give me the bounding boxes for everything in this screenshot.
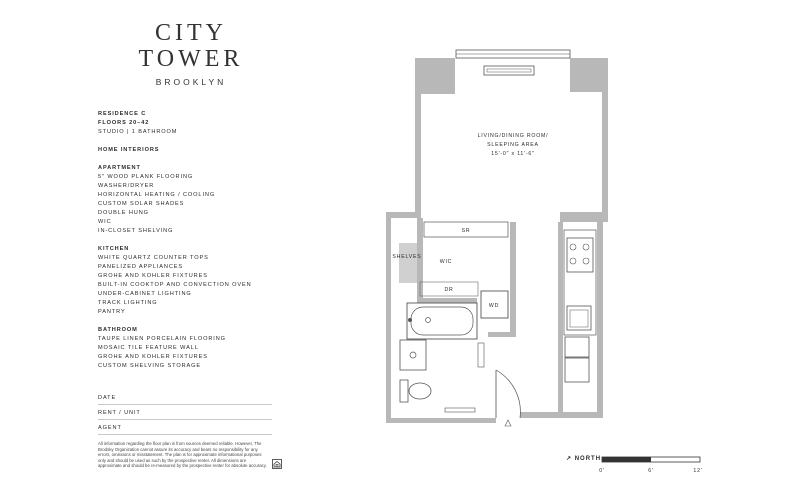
list-item: HORIZONTAL HEATING / COOLING: [98, 192, 216, 198]
cooktop-icon: [566, 237, 594, 273]
logo-line-1: CITY: [155, 20, 227, 46]
window: [455, 49, 571, 76]
dr-label: DR: [444, 287, 453, 293]
north-label: NORTH: [574, 456, 602, 462]
dishwasher: [564, 336, 590, 358]
living-room-label: LIVING/DINING ROOM/: [478, 133, 549, 139]
unit-type-label: STUDIO | 1 BATHROOM: [98, 129, 178, 135]
list-item: TRACK LIGHTING: [98, 300, 158, 306]
list-item: 5" WOOD PLANK FLOORING: [98, 174, 194, 180]
list-item: TAUPE LINEN PORCELAIN FLOORING: [98, 336, 226, 342]
kitchen-sink-icon: [566, 305, 592, 331]
scale-label-6: 6': [648, 468, 653, 474]
bathroom-sink-icon: [399, 339, 427, 371]
exterior-walls: [386, 58, 608, 423]
home-interiors-heading: HOME INTERIORS: [98, 147, 160, 153]
list-item: CUSTOM SHELVING STORAGE: [98, 363, 202, 369]
list-item: GROHE AND KOHLER FIXTURES: [98, 354, 208, 360]
living-room-dims: 15'-0" x 11'-6": [491, 151, 535, 157]
date-field: DATE: [98, 395, 272, 405]
bathtub-icon: [406, 302, 478, 340]
list-item: WIC: [98, 219, 112, 225]
section-heading-bathroom: BATHROOM: [98, 327, 138, 333]
list-item: IN-CLOSET SHELVING: [98, 228, 174, 234]
sr-label: SR: [462, 228, 471, 234]
list-item: MOSAIC TILE FEATURE WALL: [98, 345, 199, 351]
scale-bar: 0' 6' 12': [599, 456, 702, 474]
kitchen-counter: [563, 229, 597, 383]
list-item: PANTRY: [98, 309, 126, 315]
floor-plan: LIVING/DINING ROOM/ SLEEPING AREA 15'-0"…: [386, 49, 608, 427]
vanity-shelf: [444, 407, 476, 413]
list-item: PANELIZED APPLIANCES: [98, 264, 184, 270]
living-room-label-2: SLEEPING AREA: [487, 142, 539, 148]
north-indicator: ↗ NORTH: [566, 455, 601, 462]
spec-list: RESIDENCE C FLOORS 20–42 STUDIO | 1 BATH…: [98, 110, 298, 371]
washer-dryer: [480, 290, 509, 319]
refrigerator: [564, 357, 590, 383]
disclaimer-text: All information regarding the floor plan…: [98, 441, 267, 469]
scale-label-12: 12': [693, 468, 702, 474]
equal-housing-icon: [272, 459, 282, 469]
list-item: CUSTOM SOLAR SHADES: [98, 201, 185, 207]
entry-door: [495, 369, 521, 427]
section-heading-kitchen: KITCHEN: [98, 246, 130, 252]
list-item: WASHER/DRYER: [98, 183, 155, 189]
city-tower-logo: CITY TOWER BROOKLYN: [130, 20, 252, 87]
logo-line-3: BROOKLYN: [155, 77, 227, 87]
list-item: BUILT-IN COOKTOP AND CONVECTION OVEN: [98, 282, 252, 288]
sr-shelf: [423, 221, 509, 238]
dr-area: [419, 281, 479, 297]
list-item: GROHE AND KOHLER FIXTURES: [98, 273, 208, 279]
scale-label-0: 0': [599, 468, 604, 474]
list-item: WHITE QUARTZ COUNTER TOPS: [98, 255, 209, 261]
list-item: UNDER-CABINET LIGHTING: [98, 291, 192, 297]
floors-label: FLOORS 20–42: [98, 120, 150, 126]
list-item: DOUBLE HUNG: [98, 210, 149, 216]
wd-label: WD: [489, 303, 499, 309]
agent-field: AGENT: [98, 425, 272, 435]
shelves-label: SHELVES: [392, 254, 421, 260]
residence-label: RESIDENCE C: [98, 111, 147, 117]
rent-unit-field: RENT / UNIT: [98, 410, 272, 420]
towel-bar: [477, 342, 485, 368]
toilet-icon: [399, 379, 432, 403]
logo-line-2: TOWER: [138, 46, 244, 72]
section-heading-apartment: APARTMENT: [98, 165, 141, 171]
north-arrow-icon: ↗: [566, 456, 573, 462]
wic-label: WIC: [440, 259, 452, 265]
